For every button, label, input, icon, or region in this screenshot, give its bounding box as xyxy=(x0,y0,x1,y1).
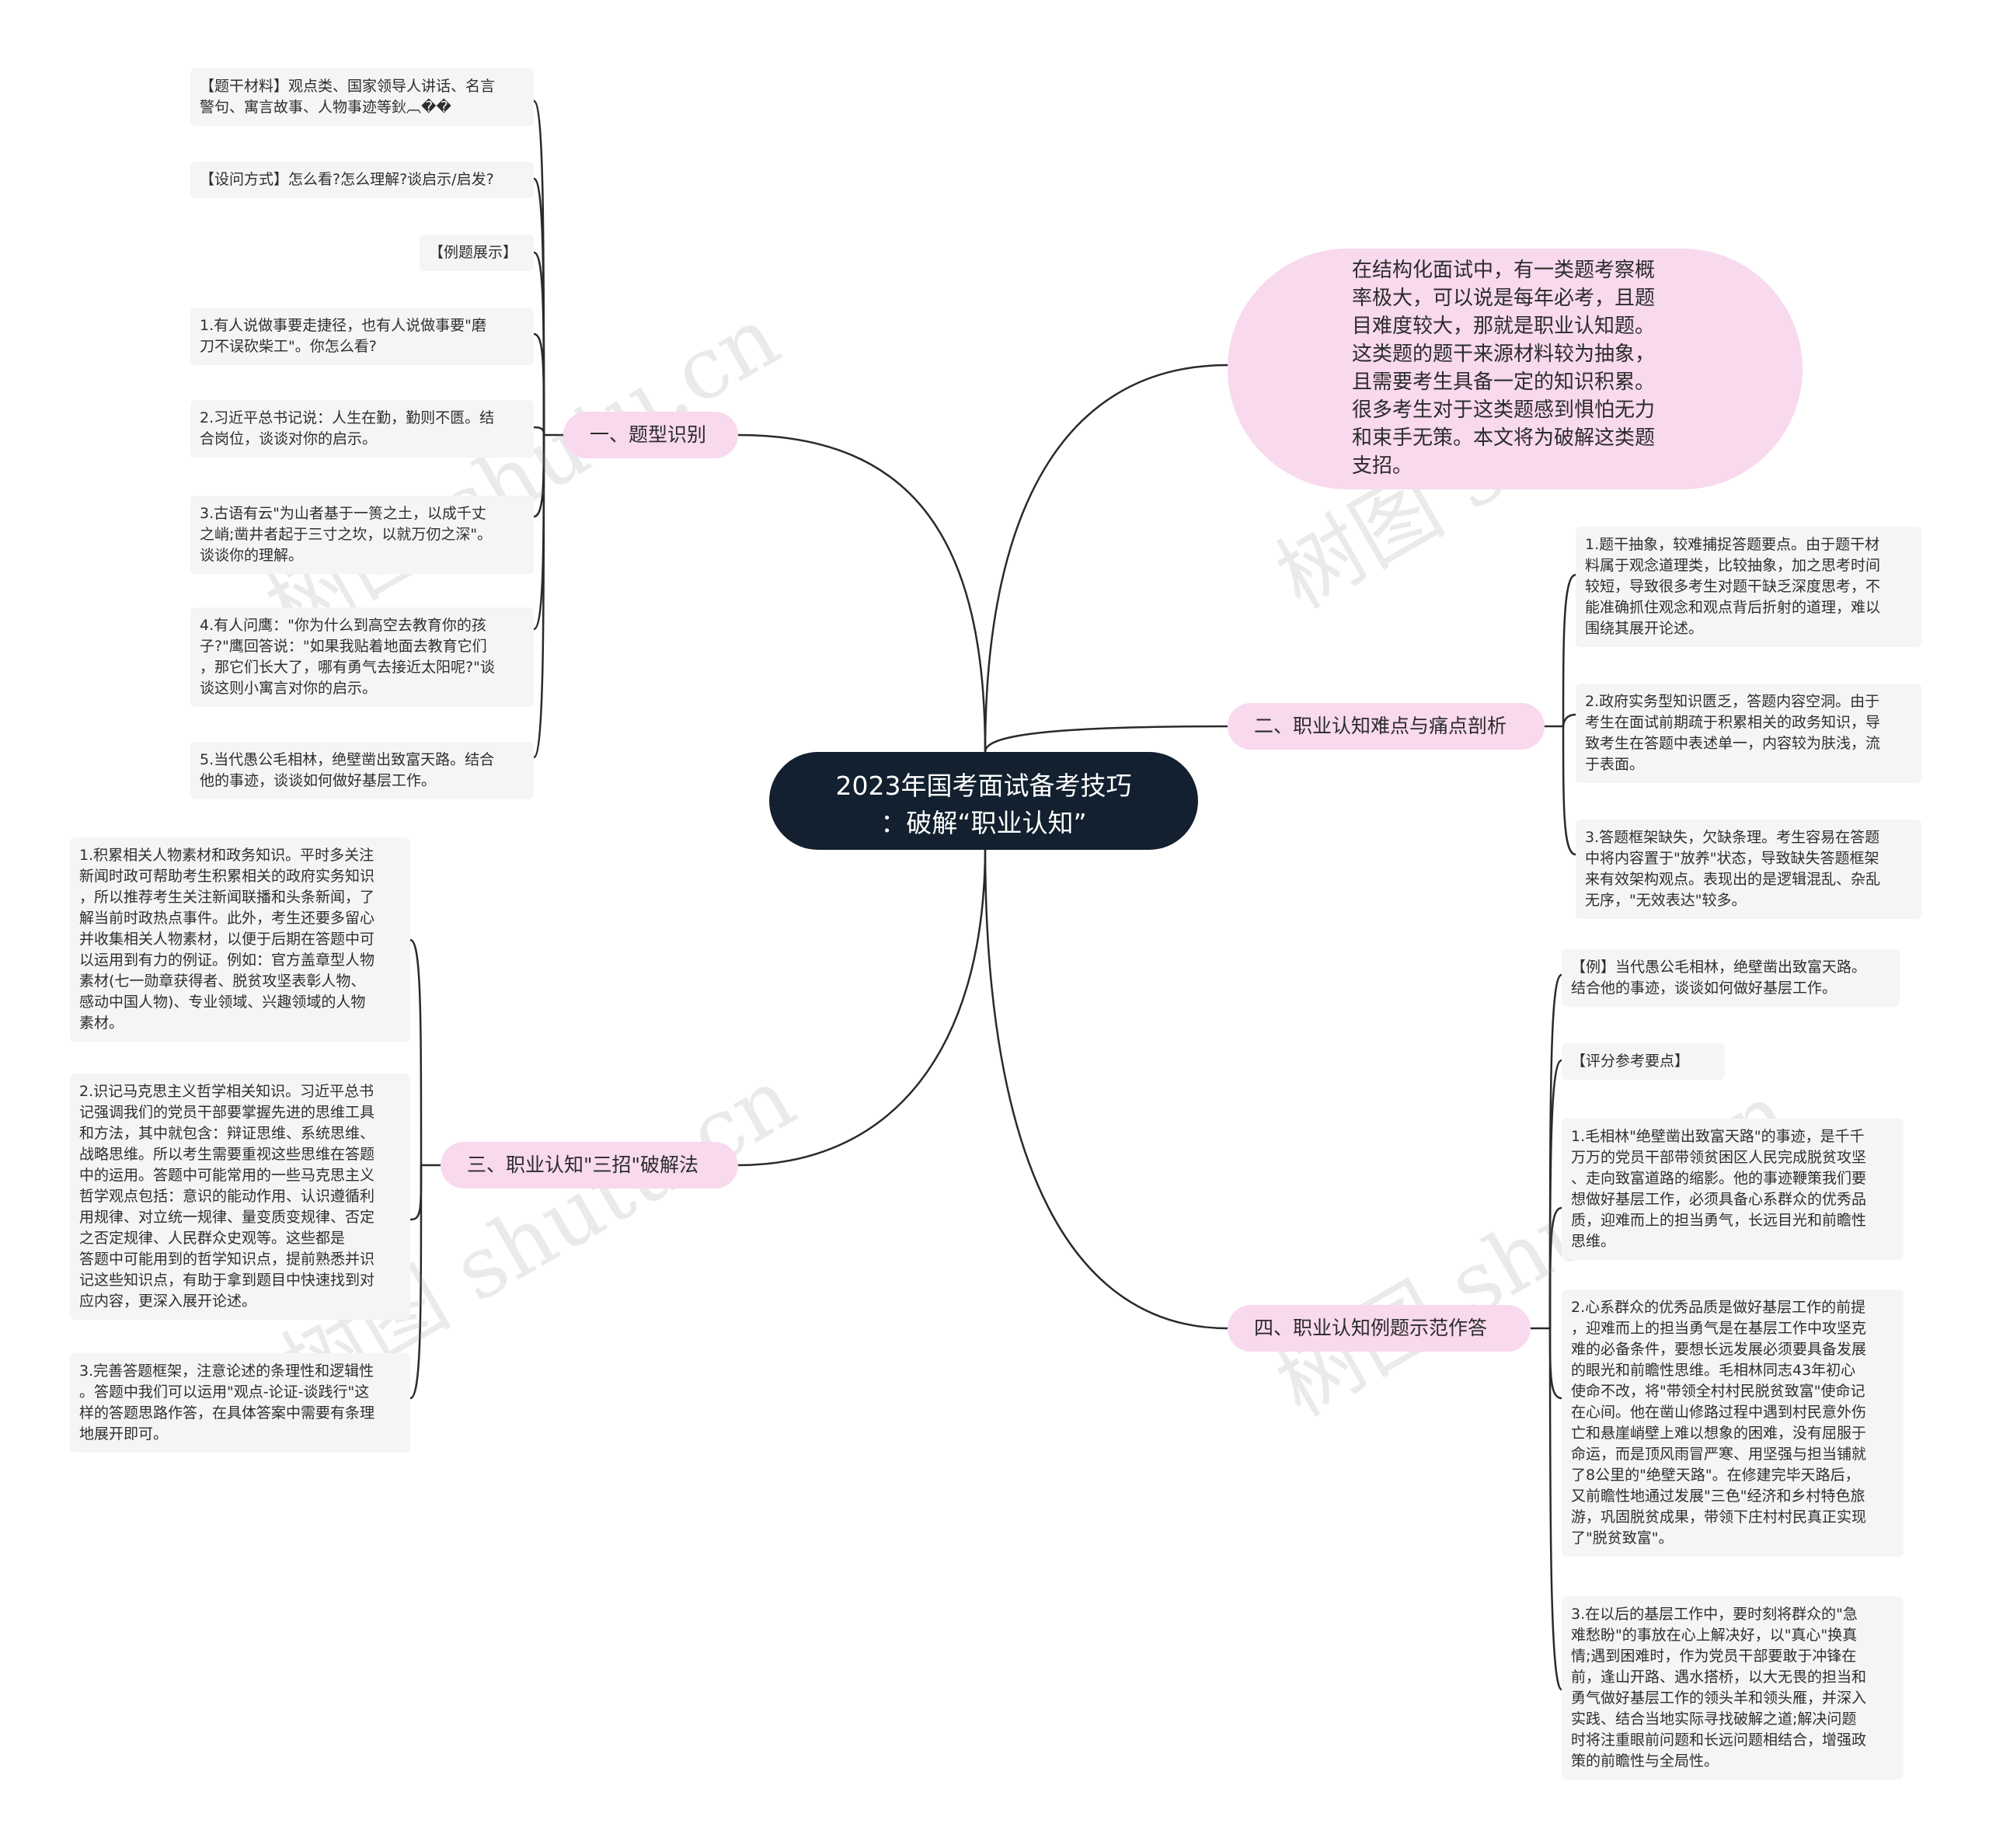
leaf-b2-item-2[interactable]: 2.政府实务型知识匮乏，答题内容空洞。由于 考生在面试前期疏于积累相关的政务知识… xyxy=(1576,684,1921,783)
leaf-b4-item-4[interactable]: 2.心系群众的优秀品质是做好基层工作的前提 ，迎难而上的担当勇气是在基层工作中攻… xyxy=(1562,1289,1904,1557)
leaf-b1-item-8[interactable]: 5.当代愚公毛相林，绝壁凿出致富天路。结合 他的事迹，谈谈如何做好基层工作。 xyxy=(190,742,534,799)
link-root-b3 xyxy=(737,845,987,1167)
link-root-intro xyxy=(984,364,1229,753)
intro-node[interactable]: 在结构化面试中，有一类题考察概 率极大，可以说是每年必考，且题 目难度较大，那就… xyxy=(1228,249,1803,489)
leaf-b4-item-3[interactable]: 1.毛相林"绝壁凿出致富天路"的事迹，是千千 万万的党员干部带领贫困区人民完成脱… xyxy=(1562,1119,1904,1260)
leaf-b4-item-5[interactable]: 3.在以后的基层工作中，要时刻将群众的"急 难愁盼"的事放在心上解决好，以"真心… xyxy=(1562,1596,1904,1780)
root-node[interactable]: 2023年国考面试备考技巧 ：破解“职业认知” xyxy=(769,752,1198,850)
leaf-b1-item-1[interactable]: 【题干材料】观点类、国家领导人讲话、名言 警句、寓言故事、人物事迹等鈥︹�� xyxy=(190,68,534,126)
leaf-b1-item-2[interactable]: 【设问方式】怎么看?怎么理解?谈启示/启发? xyxy=(190,162,534,198)
leaf-b1-item-4[interactable]: 1.有人说做事要走捷径，也有人说做事要"磨 刀不误砍柴工"。你怎么看? xyxy=(190,308,534,365)
leaf-b1-item-7[interactable]: 4.有人问鹰："你为什么到高空去教育你的孩 子?"鹰回答说："如果我贴着地面去教… xyxy=(190,607,534,707)
link-root-b2 xyxy=(984,725,1229,753)
leaf-b3-item-2[interactable]: 2.识记马克思主义哲学相关知识。习近平总书 记强调我们的党员干部要掌握先进的思维… xyxy=(70,1074,410,1320)
leaf-b3-item-3[interactable]: 3.完善答题框架，注意论述的条理性和逻辑性 。答题中我们可以运用"观点-论证-谈… xyxy=(70,1353,410,1453)
branch-sample-answer[interactable]: 四、职业认知例题示范作答 xyxy=(1228,1305,1531,1352)
link-root-b1 xyxy=(737,433,987,753)
leaf-b2-item-1[interactable]: 1.题干抽象，较难捕捉答题要点。由于题干材 料属于观念道理类，比较抽象，加之思考… xyxy=(1576,527,1921,647)
link-root-b4 xyxy=(984,845,1229,1330)
leaf-b4-item-1[interactable]: 【例】当代愚公毛相林，绝壁凿出致富天路。 结合他的事迹，谈谈如何做好基层工作。 xyxy=(1562,949,1900,1007)
leaf-b3-item-1[interactable]: 1.积累相关人物素材和政务知识。平时多关注 新闻时政可帮助考生积累相关的政府实务… xyxy=(70,837,410,1042)
branch-three-methods[interactable]: 三、职业认知"三招"破解法 xyxy=(441,1142,738,1188)
branch-difficulties[interactable]: 二、职业认知难点与痛点剖析 xyxy=(1228,703,1545,750)
leaf-b1-item-5[interactable]: 2.习近平总书记说：人生在勤，勤则不匮。结 合岗位，谈谈对你的启示。 xyxy=(190,400,534,458)
leaf-b4-item-2[interactable]: 【评分参考要点】 xyxy=(1562,1043,1725,1080)
leaf-b1-item-6[interactable]: 3.古语有云"为山者基于一篑之土，以成千丈 之峭;凿井者起于三寸之坎，以就万仞之… xyxy=(190,496,534,574)
leaf-b2-item-3[interactable]: 3.答题框架缺失，欠缺条理。考生容易在答题 中将内容置于"放养"状态，导致缺失答… xyxy=(1576,820,1921,919)
leaf-b1-item-3[interactable]: 【例题展示】 xyxy=(420,235,534,271)
branch-question-type[interactable]: 一、题型识别 xyxy=(563,412,738,458)
